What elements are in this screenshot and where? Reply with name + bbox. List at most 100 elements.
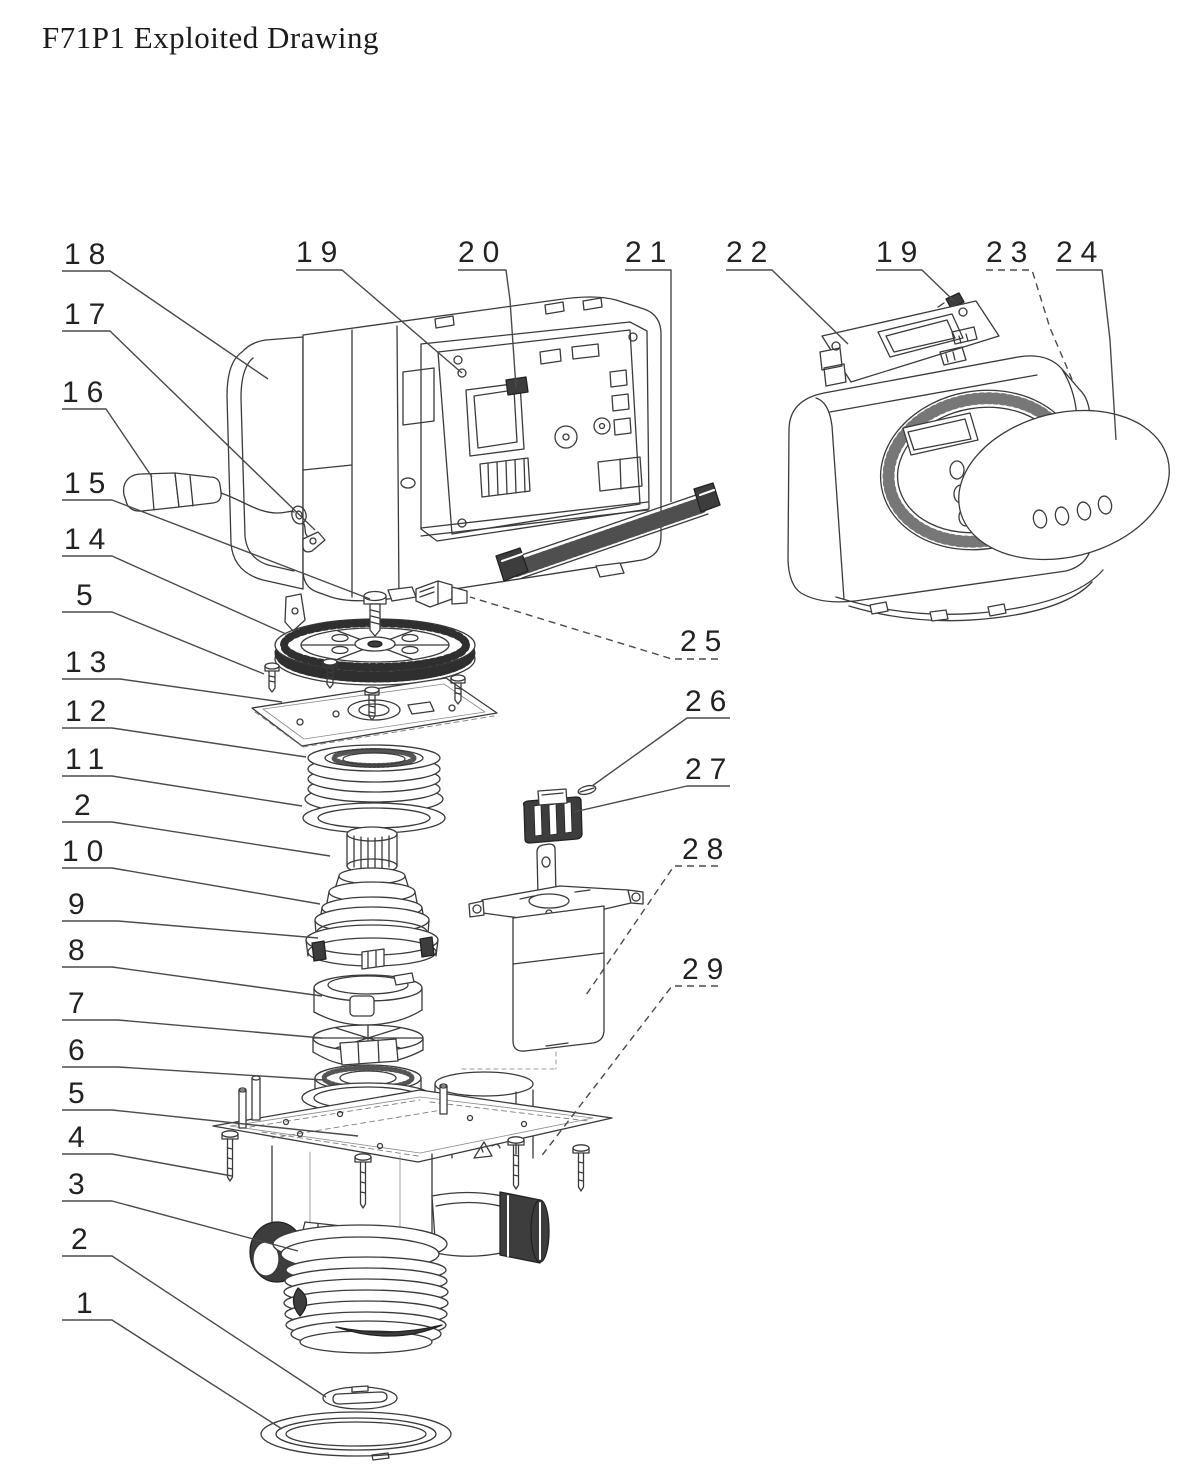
- callout-label-16: 16: [62, 376, 111, 409]
- callout-leader-25: [469, 596, 718, 660]
- wire-connector: [415, 580, 468, 608]
- callout-label-19: 19: [876, 236, 925, 269]
- callout-label-24: 24: [1056, 236, 1105, 269]
- drive-motor: [461, 843, 644, 1070]
- callout-leader-6: [62, 1066, 325, 1081]
- callout-leader-5: [62, 1109, 359, 1137]
- callout-label-6: 6: [68, 1034, 93, 1067]
- plate-screw: [264, 662, 280, 693]
- callout-leader-3: [62, 1200, 299, 1252]
- callout-label-10: 10: [62, 835, 111, 868]
- callout-leader-23: [986, 269, 1075, 385]
- retainer-pin: [577, 784, 597, 796]
- callout-leader-2: [62, 821, 331, 857]
- callout-label-29: 29: [682, 953, 731, 986]
- callout-label-18: 18: [64, 238, 113, 271]
- callout-label-21: 21: [625, 236, 674, 269]
- drive-gear: [274, 590, 476, 686]
- callout-leader-22: [726, 269, 849, 345]
- valve-body: [212, 1071, 613, 1354]
- callout-label-23: 23: [986, 236, 1035, 269]
- callout-leader-26: [591, 717, 730, 787]
- piston-stack: [305, 826, 439, 970]
- callout-label-20: 20: [458, 236, 507, 269]
- callout-leader-19: [296, 269, 463, 374]
- plate-bolt: [572, 1144, 590, 1192]
- callout-label-2: 2: [74, 789, 99, 822]
- callout-label-28: 28: [682, 833, 731, 866]
- base-o-ring: [260, 1411, 452, 1461]
- callout-label-1: 1: [76, 1287, 101, 1320]
- callout-label-14: 14: [64, 523, 113, 556]
- callout-leader-18: [62, 270, 269, 380]
- callout-label-26: 26: [685, 685, 734, 718]
- callout-leader-19: [876, 269, 955, 302]
- piston-spring: [304, 744, 444, 814]
- ribbon-cable: [495, 482, 721, 582]
- plate-bolt: [507, 1136, 525, 1190]
- button-overlay-label: [958, 409, 1170, 561]
- callout-leader-20: [458, 269, 517, 389]
- callout-label-13: 13: [65, 646, 114, 679]
- callout-leader-1: [62, 1319, 283, 1430]
- callout-leader-24: [1056, 269, 1117, 441]
- callout-leader-21: [625, 269, 672, 502]
- callout-label-5: 5: [68, 1077, 93, 1110]
- plate-screw: [364, 686, 380, 721]
- plate-screw: [450, 674, 466, 705]
- controller-back-housing: [226, 296, 662, 647]
- callout-label-25: 25: [680, 625, 729, 658]
- callout-leader-28: [583, 865, 718, 999]
- gear-plate: [251, 658, 498, 748]
- callout-leader-9: [62, 920, 319, 939]
- sensor-cable: [122, 472, 326, 553]
- pcb-screw: [457, 368, 467, 378]
- callout-leader-17: [62, 330, 316, 531]
- callout-leader-29: [539, 985, 718, 1159]
- rotor-disc: [312, 1024, 424, 1066]
- flat-seal: [322, 1385, 398, 1410]
- threaded-base: [283, 1256, 449, 1354]
- piston-o-ring: [302, 802, 446, 834]
- plate-bolt: [354, 1153, 372, 1209]
- callout-leader-15: [62, 499, 371, 600]
- callout-leader-10: [62, 867, 321, 905]
- plate-bolt: [221, 1130, 239, 1182]
- callout-leader-27: [573, 785, 730, 813]
- callout-leader-11: [62, 775, 303, 807]
- callout-label-15: 15: [64, 467, 113, 500]
- callout-label-5: 5: [76, 579, 101, 612]
- callout-label-19: 19: [296, 236, 345, 269]
- cap-nut: [522, 788, 583, 844]
- callout-leader-2: [62, 1255, 327, 1398]
- brake-cap: [313, 972, 423, 1026]
- lcd-display: [902, 412, 979, 456]
- drawing-title: F71P1 Exploited Drawing: [42, 20, 379, 55]
- warning-triangle-icon: [473, 1141, 493, 1159]
- front-cover-assembly: [787, 300, 1170, 622]
- callout-label-11: 11: [65, 743, 112, 776]
- exploded-drawing: [122, 292, 1170, 1461]
- callout-leader-8: [62, 966, 323, 997]
- callout-label-9: 9: [68, 888, 93, 921]
- callout-label-4: 4: [68, 1121, 93, 1154]
- cover-screw: [937, 292, 965, 309]
- callout-leader-12: [62, 727, 307, 758]
- callout-leader-7: [62, 1019, 323, 1039]
- outlet-port: [431, 1191, 550, 1264]
- callout-label-3: 3: [68, 1168, 93, 1201]
- callout-leader-16: [62, 408, 153, 478]
- callout-label-8: 8: [68, 934, 93, 967]
- plate-screw: [322, 658, 338, 689]
- callout-leader-14: [62, 555, 287, 635]
- callout-label-2: 2: [71, 1223, 96, 1256]
- callout-label-27: 27: [685, 753, 734, 786]
- callout-label-17: 17: [64, 298, 113, 331]
- callout-label-12: 12: [65, 695, 114, 728]
- callout-label-22: 22: [726, 236, 775, 269]
- callout-leader-5: [62, 611, 265, 675]
- callout-label-7: 7: [68, 987, 93, 1020]
